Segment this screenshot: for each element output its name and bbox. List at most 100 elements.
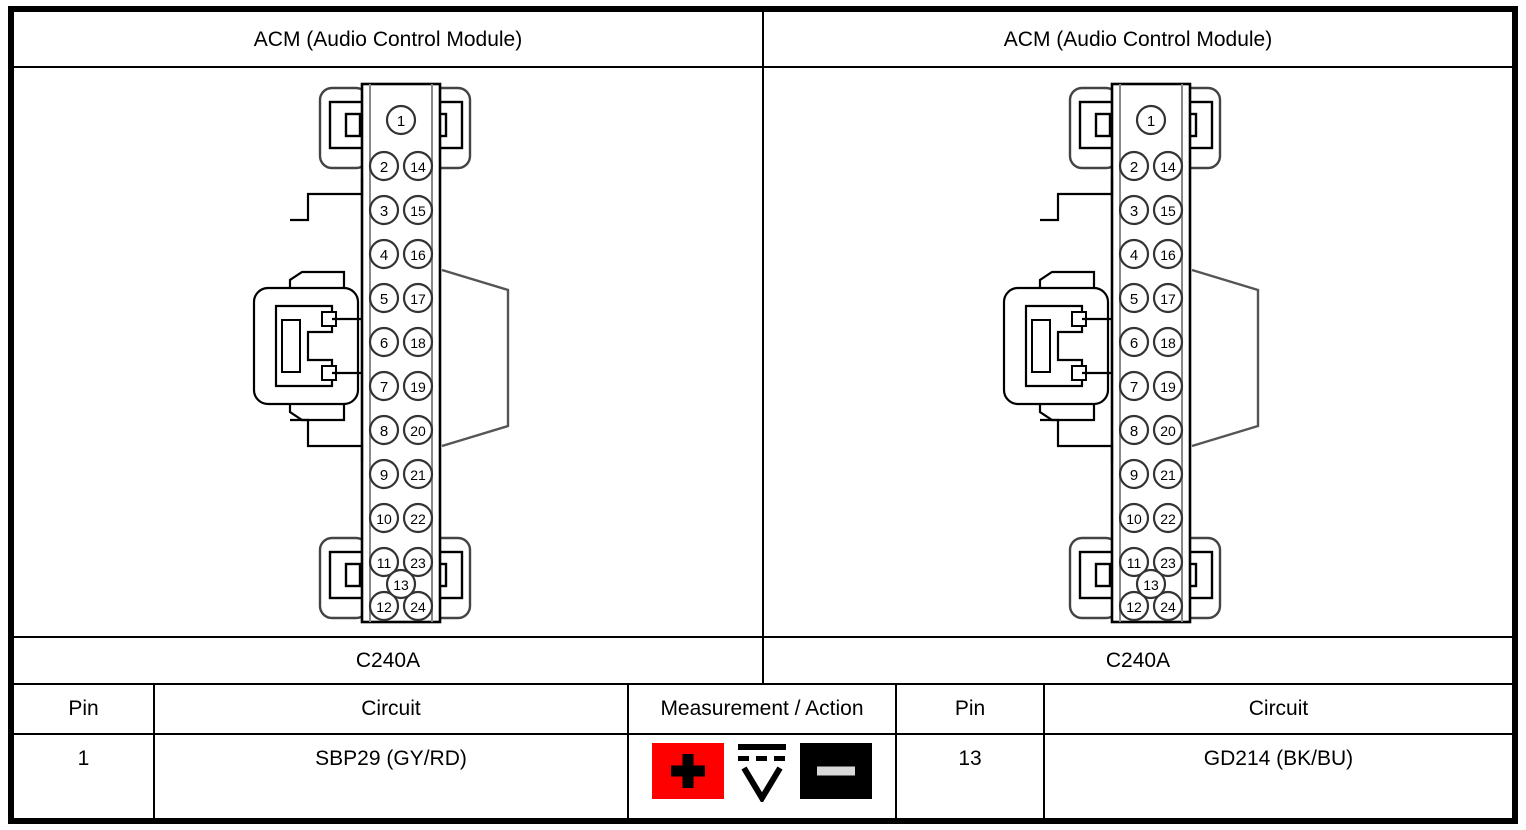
pin-23: 23 [1152, 546, 1184, 578]
pin-22: 22 [1152, 502, 1184, 534]
svg-text:8: 8 [380, 423, 388, 440]
pin-16: 16 [1152, 238, 1184, 270]
pin-10: 10 [368, 502, 400, 534]
cell-circuit-left: SBP29 (GY/RD) [315, 747, 467, 771]
rule-under-column-headers [14, 733, 1512, 735]
svg-text:13: 13 [393, 577, 409, 593]
pin-21: 21 [402, 458, 434, 490]
pin-8: 8 [368, 414, 400, 446]
pin-9: 9 [1118, 458, 1150, 490]
cell-pin-left: 1 [77, 747, 90, 771]
svg-text:5: 5 [380, 291, 388, 308]
pin-21: 21 [1152, 458, 1184, 490]
svg-text:4: 4 [380, 247, 388, 264]
pin-2: 2 [1118, 150, 1150, 182]
svg-text:1: 1 [397, 113, 405, 130]
column-header-measurement-action: Measurement / Action [660, 697, 864, 721]
pin-15: 15 [402, 194, 434, 226]
svg-text:17: 17 [1160, 291, 1176, 307]
rule-centre-divider [762, 12, 764, 683]
svg-text:13: 13 [1143, 577, 1159, 593]
pin-10: 10 [1118, 502, 1150, 534]
pin-17: 17 [402, 282, 434, 314]
pin-13: 13 [385, 568, 417, 600]
pin-16: 16 [402, 238, 434, 270]
svg-text:12: 12 [376, 599, 392, 615]
svg-text:19: 19 [1160, 379, 1176, 395]
pin-12: 12 [1118, 590, 1150, 622]
svg-text:15: 15 [1160, 203, 1176, 219]
svg-text:7: 7 [1130, 379, 1138, 396]
column-header-pin-right: Pin [954, 697, 986, 721]
rule-left-pin-circuit [153, 683, 155, 818]
pin-7: 7 [1118, 370, 1150, 402]
pin-24: 24 [1152, 590, 1184, 622]
pin-20: 20 [402, 414, 434, 446]
svg-text:17: 17 [410, 291, 426, 307]
column-header-circuit-left: Circuit [361, 697, 421, 721]
svg-text:2: 2 [1130, 159, 1138, 176]
svg-text:8: 8 [1130, 423, 1138, 440]
dc-voltmeter-icon [734, 740, 790, 804]
module-title-left: ACM (Audio Control Module) [253, 28, 523, 52]
pin-20: 20 [1152, 414, 1184, 446]
cell-circuit-right: GD214 (BK/BU) [1203, 747, 1354, 771]
pin-6: 6 [368, 326, 400, 358]
connector-label-left: C240A [355, 648, 421, 672]
pin-14: 14 [1152, 150, 1184, 182]
svg-text:21: 21 [1160, 467, 1176, 483]
column-header-circuit-right: Circuit [1248, 697, 1309, 721]
negative-probe-icon [800, 743, 872, 799]
svg-text:1: 1 [1147, 113, 1155, 130]
measurement-action-icons [629, 740, 895, 804]
svg-text:22: 22 [410, 511, 426, 527]
svg-text:20: 20 [1160, 423, 1176, 439]
pin-19: 19 [1152, 370, 1184, 402]
positive-probe-icon [652, 743, 724, 799]
module-title-right: ACM (Audio Control Module) [1003, 28, 1273, 52]
pin-13: 13 [1135, 568, 1167, 600]
svg-text:10: 10 [376, 511, 392, 527]
pin-8: 8 [1118, 414, 1150, 446]
svg-text:15: 15 [410, 203, 426, 219]
cell-pin-right: 13 [958, 747, 982, 771]
svg-text:14: 14 [410, 159, 426, 175]
pin-22: 22 [402, 502, 434, 534]
svg-text:7: 7 [380, 379, 388, 396]
pin-23: 23 [402, 546, 434, 578]
svg-text:4: 4 [1130, 247, 1138, 264]
pin-17: 17 [1152, 282, 1184, 314]
svg-text:19: 19 [410, 379, 426, 395]
svg-text:24: 24 [410, 599, 426, 615]
pin-2: 2 [368, 150, 400, 182]
svg-text:14: 14 [1160, 159, 1176, 175]
pin-11: 11 [368, 546, 400, 578]
svg-text:11: 11 [377, 555, 392, 571]
rule-above-column-headers [14, 683, 1512, 685]
svg-text:20: 20 [410, 423, 426, 439]
pin-1: 1 [1135, 104, 1167, 136]
svg-text:18: 18 [410, 335, 426, 351]
svg-text:12: 12 [1126, 599, 1142, 615]
pin-14: 14 [402, 150, 434, 182]
svg-text:16: 16 [410, 247, 426, 263]
svg-text:23: 23 [410, 555, 426, 571]
pin-6: 6 [1118, 326, 1150, 358]
pin-3: 3 [1118, 194, 1150, 226]
pin-15: 15 [1152, 194, 1184, 226]
svg-text:24: 24 [1160, 599, 1176, 615]
svg-text:9: 9 [1130, 467, 1138, 484]
pin-1: 1 [385, 104, 417, 136]
svg-text:22: 22 [1160, 511, 1176, 527]
svg-text:18: 18 [1160, 335, 1176, 351]
pin-24: 24 [402, 590, 434, 622]
svg-text:16: 16 [1160, 247, 1176, 263]
pin-18: 18 [402, 326, 434, 358]
pin-4: 4 [1118, 238, 1150, 270]
svg-text:9: 9 [380, 467, 388, 484]
svg-text:10: 10 [1126, 511, 1142, 527]
